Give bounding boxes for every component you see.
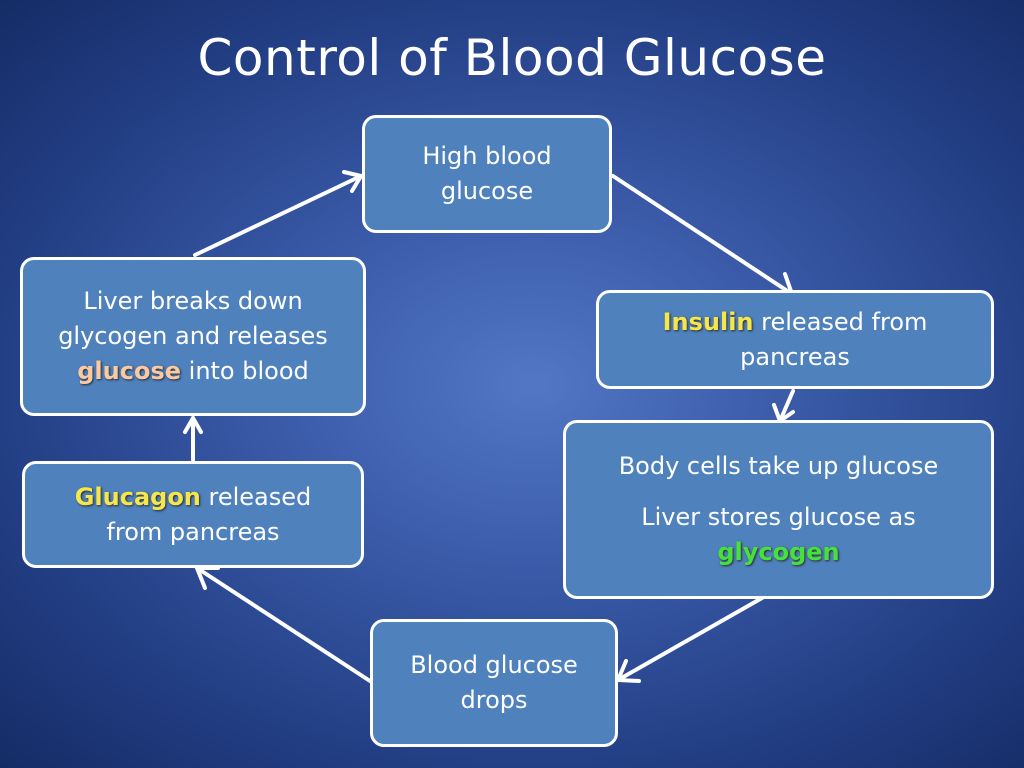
arrow-cells-to-drops xyxy=(616,588,778,683)
page-title: Control of Blood Glucose xyxy=(197,29,827,87)
arrow-high-to-insulin xyxy=(611,174,794,296)
node-glucagon-released: Glucagon released from pancreas xyxy=(22,461,364,568)
node-body-cells-take-up: Body cells take up glucose Liver stores … xyxy=(563,420,994,599)
arrow-drops-to-glucagon xyxy=(195,566,372,683)
node-drops-line2: drops xyxy=(460,686,528,714)
node-high-blood-glucose: High blood glucose xyxy=(362,115,612,233)
node-liver-line2: glycogen and releases xyxy=(58,322,328,350)
glucose-label: glucose xyxy=(77,357,182,385)
insulin-label: Insulin xyxy=(662,307,754,336)
node-blood-glucose-drops: Blood glucose drops xyxy=(370,619,618,747)
glycogen-label: glycogen xyxy=(717,538,840,566)
node-cells-line2: Liver stores glucose as xyxy=(641,503,916,531)
node-cells-line1: Body cells take up glucose xyxy=(618,452,939,480)
node-glucagon-rest1: released xyxy=(200,482,312,511)
node-insulin-rest1: released from xyxy=(753,307,928,336)
node-glucagon-line2: from pancreas xyxy=(106,517,280,546)
node-liver-rest3: into blood xyxy=(181,357,309,385)
node-liver-breaks-down: Liver breaks down glycogen and releases … xyxy=(20,257,366,416)
node-liver-line1: Liver breaks down xyxy=(83,287,303,315)
node-high-line2: glucose xyxy=(440,177,534,205)
glucagon-label: Glucagon xyxy=(74,482,201,511)
node-insulin-released: Insulin released from pancreas xyxy=(596,290,994,389)
arrow-liver-to-high xyxy=(193,170,363,257)
node-drops-line1: Blood glucose xyxy=(410,651,578,679)
arrow-glucagon-to-liver xyxy=(183,416,203,462)
node-high-line1: High blood xyxy=(422,142,552,170)
node-insulin-line2: pancreas xyxy=(740,342,850,371)
arrow-insulin-to-cells xyxy=(772,389,795,423)
